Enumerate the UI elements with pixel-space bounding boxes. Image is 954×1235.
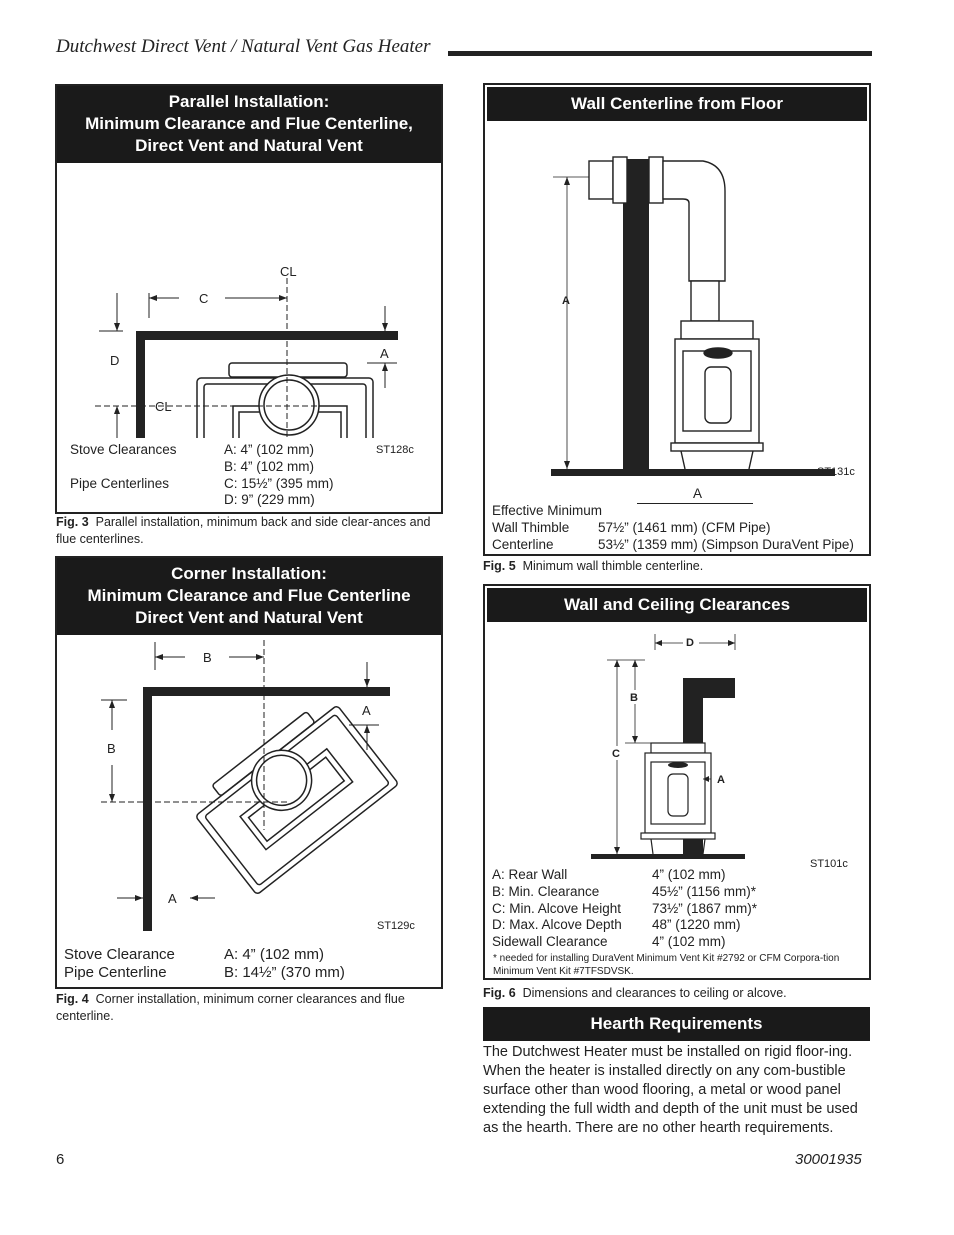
fig4-title-line-1: Corner Installation: xyxy=(171,564,327,583)
fig3-code: ST128c xyxy=(376,444,414,456)
fig3-label-cl-left: CL xyxy=(155,399,172,414)
fig3-label-cl-top: CL xyxy=(280,264,297,279)
fig5-caption-fig: Fig. 5 xyxy=(483,559,516,573)
fig4-row-2-value: B: 14½” (370 mm) xyxy=(224,964,345,981)
fig3-caption-fig: Fig. 3 xyxy=(56,515,89,529)
fig5-diagram: A xyxy=(551,156,835,476)
fig3-panel: Parallel Installation: Minimum Clearance… xyxy=(55,84,443,514)
fig6-caption-fig: Fig. 6 xyxy=(483,986,516,1000)
fig4-diagram: B B A A xyxy=(101,640,398,931)
fig6-label-b: B xyxy=(630,692,638,704)
fig4-title: Corner Installation: Minimum Clearance a… xyxy=(57,558,441,635)
fig6-panel: Wall and Ceiling Clearances D B xyxy=(483,584,871,980)
fig6-caption: Fig. 6 Dimensions and clearances to ceil… xyxy=(483,985,873,1002)
fig4-code: ST129c xyxy=(377,920,415,932)
wall xyxy=(623,159,649,469)
fig3-row-3-value: C: 15½” (395 mm) xyxy=(224,476,334,491)
fig3-title: Parallel Installation: Minimum Clearance… xyxy=(57,86,441,163)
fig6-row-4-label: D: Max. Alcove Depth xyxy=(492,917,622,932)
stove-top-view xyxy=(196,362,374,438)
fig5-value-2: 53½” (1359 mm) (Simpson DuraVent Pipe) xyxy=(598,537,854,552)
back-wall xyxy=(136,331,398,340)
fig6-row-3-value: 73½” (1867 mm)* xyxy=(652,901,758,916)
fig3-title-line-1: Parallel Installation: xyxy=(168,92,330,111)
fig3-row-1-value: A: 4” (102 mm) xyxy=(224,442,315,457)
fig3-row-4-value: D: 9” (229 mm) xyxy=(224,492,315,507)
hearth-body: The Dutchwest Heater must be installed o… xyxy=(483,1044,858,1136)
fig4-row-1-value: A: 4” (102 mm) xyxy=(224,946,325,963)
fig4-caption-fig: Fig. 4 xyxy=(56,992,89,1006)
fig4-label-b-top: B xyxy=(203,650,212,665)
fig3-title-line-3: Direct Vent and Natural Vent xyxy=(135,136,363,155)
fig6-row-5-value: 4” (102 mm) xyxy=(652,934,726,949)
fig4-row-1-label: Stove Clearance xyxy=(64,946,175,963)
fig4-label-a-bottom: A xyxy=(168,891,177,906)
fig4-caption: Fig. 4 Corner installation, minimum corn… xyxy=(56,991,436,1025)
fig5-heading-1: Effective Minimum xyxy=(492,503,603,518)
side-wall xyxy=(136,331,145,438)
fig4-title-line-3: Direct Vent and Natural Vent xyxy=(135,608,363,627)
fig6-title: Wall and Ceiling Clearances xyxy=(487,588,867,622)
fig4-label-a-top: A xyxy=(362,703,371,718)
fig5-value-1: 57½” (1461 mm) (CFM Pipe) xyxy=(598,520,771,535)
fig4-label-b-left: B xyxy=(107,741,116,756)
fig5-label-a-vertical: A xyxy=(562,295,570,307)
fig6-label-c: C xyxy=(612,748,620,760)
fig5-label-a-bottom: A xyxy=(693,486,703,501)
floor xyxy=(551,469,835,476)
fig3-caption: Fig. 3 Parallel installation, minimum ba… xyxy=(56,514,436,548)
fig3-caption-text: Parallel installation, minimum back and … xyxy=(56,515,431,546)
fig3-diagram: C D A B CL CL xyxy=(95,264,398,438)
hearth-title: Hearth Requirements xyxy=(483,1007,870,1041)
fig6-diagram: D B C A xyxy=(591,634,745,859)
fig3-row-3-label: Pipe Centerlines xyxy=(70,476,170,491)
fig6-code: ST101c xyxy=(810,858,848,870)
fig6-row-4-value: 48” (1220 mm) xyxy=(652,917,741,932)
fig3-row-2-value: B: 4” (102 mm) xyxy=(224,459,315,474)
fig4-panel: Corner Installation: Minimum Clearance a… xyxy=(55,556,443,989)
fig3-title-line-2: Minimum Clearance and Flue Centerline, xyxy=(85,114,413,133)
fig6-row-1-value: 4” (102 mm) xyxy=(652,867,726,882)
fig6-row-5-label: Sidewall Clearance xyxy=(492,934,608,949)
fig6-label-a: A xyxy=(717,774,725,786)
fig6-row-1-label: A: Rear Wall xyxy=(492,867,568,882)
document-number: 30001935 xyxy=(795,1151,862,1168)
fig6-footnote: * needed for installing DuraVent Minimum… xyxy=(493,953,840,977)
fig5-code: ST131c xyxy=(817,466,855,478)
fig4-row-2-label: Pipe Centerline xyxy=(64,964,167,981)
fig5-heading-2: Wall Thimble xyxy=(492,520,570,535)
header-rule xyxy=(448,51,872,56)
document-title: Dutchwest Direct Vent / Natural Vent Gas… xyxy=(56,36,431,57)
fig5-heading-3: Centerline xyxy=(492,537,554,552)
fig4-title-line-2: Minimum Clearance and Flue Centerline xyxy=(87,586,411,605)
fig5-panel: Wall Centerline from Floor A ST131c xyxy=(483,83,871,556)
fig3-label-c: C xyxy=(199,291,208,306)
page-number: 6 xyxy=(56,1151,65,1168)
fig6-label-d: D xyxy=(686,637,694,649)
fig5-title: Wall Centerline from Floor xyxy=(487,87,867,121)
fig3-row-1-label: Stove Clearances xyxy=(70,442,177,457)
fig6-row-2-label: B: Min. Clearance xyxy=(492,884,600,899)
stove-corner-view xyxy=(196,706,398,894)
fig6-row-3-label: C: Min. Alcove Height xyxy=(492,901,622,916)
fig4-caption-text: Corner installation, minimum corner clea… xyxy=(56,992,405,1023)
fig5-caption-text: Minimum wall thimble centerline. xyxy=(522,559,704,573)
fig5-caption: Fig. 5 Minimum wall thimble centerline. xyxy=(483,558,873,575)
fig3-label-d: D xyxy=(110,353,119,368)
fig6-caption-text: Dimensions and clearances to ceiling or … xyxy=(522,986,787,1000)
fig5-a-rule xyxy=(637,503,753,504)
fig6-row-2-value: 45½” (1156 mm)* xyxy=(652,884,757,899)
fig3-label-a: A xyxy=(380,346,389,361)
